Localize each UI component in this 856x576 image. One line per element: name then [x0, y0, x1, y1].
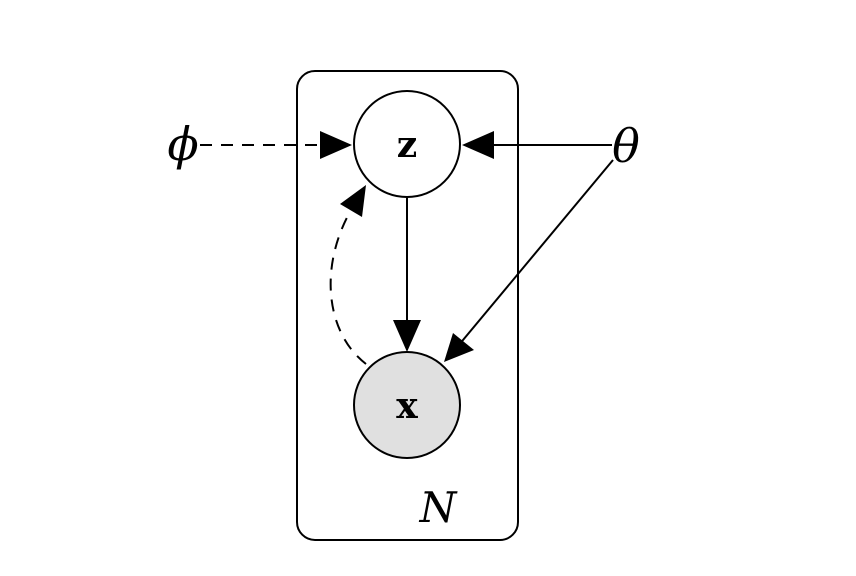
arrowhead-x-to-z [340, 185, 366, 217]
param-theta-label: θ [612, 119, 640, 173]
arrowhead-theta-to-x [444, 333, 474, 362]
arrowhead-phi-to-z [320, 131, 352, 159]
arrowhead-z-to-x [393, 320, 421, 352]
node-x-circle [353, 351, 461, 459]
node-x-label: x [396, 385, 418, 427]
param-phi-label: ϕ [167, 117, 198, 171]
plate-label: N [419, 483, 458, 532]
node-z-label: z [397, 124, 417, 166]
edge-x-to-z-dashed [329, 195, 367, 365]
edge-theta-to-x [447, 159, 614, 359]
arrowhead-theta-to-z [462, 131, 494, 159]
node-z-circle [353, 90, 461, 198]
plate [296, 70, 519, 541]
